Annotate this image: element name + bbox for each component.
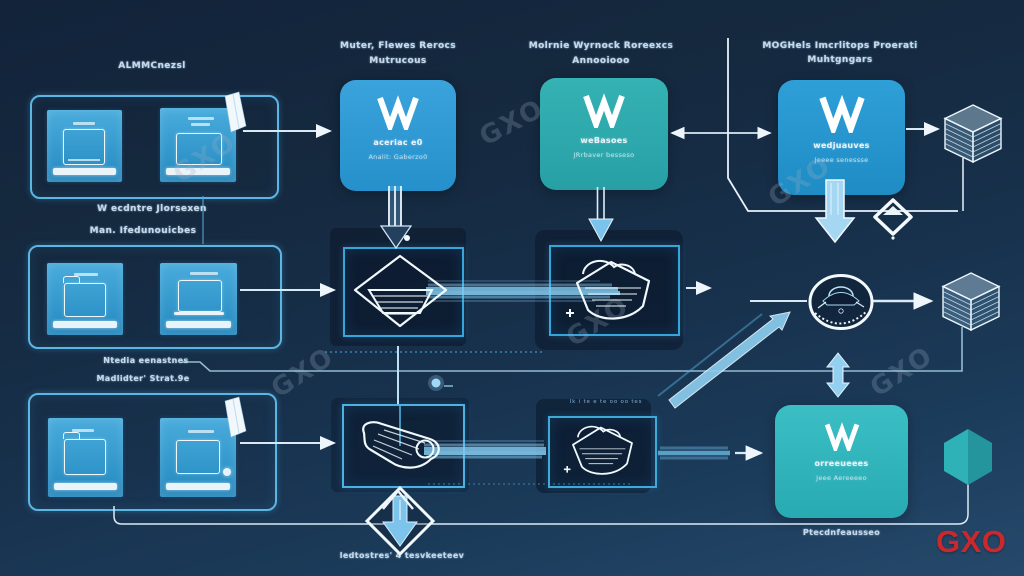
stage-panel-bottom-left	[342, 404, 465, 488]
folder-icon	[63, 276, 106, 317]
tile-scribble	[188, 430, 214, 433]
column-header-1-line2: Mutrucous	[369, 56, 427, 66]
laptop-base-icon	[174, 312, 224, 315]
tile-progress-bar	[166, 168, 230, 175]
watermark: GXO	[266, 341, 340, 405]
process-node-2-subtitle: JRrbaver besseso	[573, 151, 635, 159]
column-header-1-line1: Muter, Flewes Rerocs	[339, 41, 457, 51]
data-beam-right	[658, 446, 730, 460]
column-header-3-line1: MOGHels Imcrlitops Proerati	[762, 41, 918, 51]
document-icon	[176, 133, 222, 165]
cube-icon-right	[942, 272, 1000, 331]
tile-scribble	[74, 273, 98, 276]
tile-scribble	[191, 123, 210, 126]
w-logo-icon	[818, 94, 865, 133]
source-tile-3a	[48, 418, 123, 497]
process-node-1: aceriac e0 Analit: Gaberzo0	[340, 80, 456, 191]
watermark: GXO	[865, 340, 939, 404]
tile-progress-bar	[53, 168, 116, 175]
cube-icon-top	[944, 104, 1002, 163]
source-tile-2b	[160, 263, 237, 335]
stage-panel-bottom-right	[548, 416, 657, 488]
w-logo-icon	[377, 95, 419, 130]
source-tile-3b	[160, 418, 236, 497]
group2-label-line1: W ecdntre Jlorsexen	[97, 204, 207, 214]
bottom-right-panel-note: Ik i te e te oo oo tes	[569, 399, 643, 405]
w-logo-icon	[583, 93, 625, 128]
source-group-1	[30, 95, 279, 199]
glow-dot-icon	[428, 375, 453, 391]
document-icon	[63, 129, 105, 165]
big-diamond-down-arrow	[364, 485, 436, 557]
monitor-icon	[176, 440, 220, 474]
process-node-2-title: weBasoes	[580, 136, 628, 145]
stage-panel-mid-left	[343, 247, 464, 337]
process-node-4-subtitle: Jeee Aereeeeo	[816, 474, 867, 482]
gxo-brand-logo: GXO	[936, 524, 1007, 559]
source-tile-1a	[47, 110, 122, 182]
ellipse-filter-icon	[808, 274, 874, 330]
diamond-icon-small	[873, 198, 913, 240]
process-node-4-caption: Ptecdnfeausseo	[802, 528, 881, 537]
bottom-diamond-label: ledtostres' 4 tesvkeeteev	[339, 551, 465, 560]
process-node-1-title: aceriac e0	[373, 138, 423, 147]
process-node-3-title: wedjuauves	[813, 141, 870, 150]
source-tile-2a	[47, 263, 123, 335]
process-node-4-title: orreeueees	[814, 459, 869, 468]
tile-scribble	[72, 429, 94, 432]
column-header-2-line1: Molrnie Wyrnock Roreexcs	[528, 41, 674, 51]
source-tile-1b	[160, 108, 236, 182]
process-node-1-subtitle: Analit: Gaberzo0	[368, 153, 428, 161]
indicator-dot	[223, 468, 231, 476]
group3-label-line2: Madlidter' Strat.9e	[96, 374, 190, 383]
tile-scribble	[73, 122, 95, 125]
laptop-screen-icon	[178, 280, 222, 312]
hexagon-icon	[944, 429, 992, 485]
folder-icon	[63, 432, 106, 475]
group3-label-line1: Ntedia eenastnes	[103, 356, 189, 365]
tile-progress-bar	[166, 483, 230, 490]
watermark: GXO	[474, 93, 550, 153]
tile-progress-bar	[166, 321, 231, 328]
tile-progress-bar	[54, 483, 117, 490]
up-down-arrow	[825, 352, 851, 398]
group2-label-line2: Man. Ifedunouicbes	[89, 226, 197, 236]
up-chevron-arrow	[382, 489, 414, 510]
column-header-3-line2: Muhtgngars	[807, 55, 873, 65]
process-node-4: orreeueees Jeee Aereeeeo	[775, 405, 908, 518]
w-logo-icon	[824, 422, 859, 451]
column-header-2-line2: Annooiooo	[572, 56, 630, 66]
tile-scribble	[190, 272, 218, 275]
source-group-2	[28, 245, 282, 349]
group1-label: ALMMCnezsl	[118, 61, 186, 71]
process-node-2: weBasoes JRrbaver besseso	[540, 78, 668, 190]
tile-progress-bar	[53, 321, 117, 328]
tile-scribble	[188, 117, 214, 120]
